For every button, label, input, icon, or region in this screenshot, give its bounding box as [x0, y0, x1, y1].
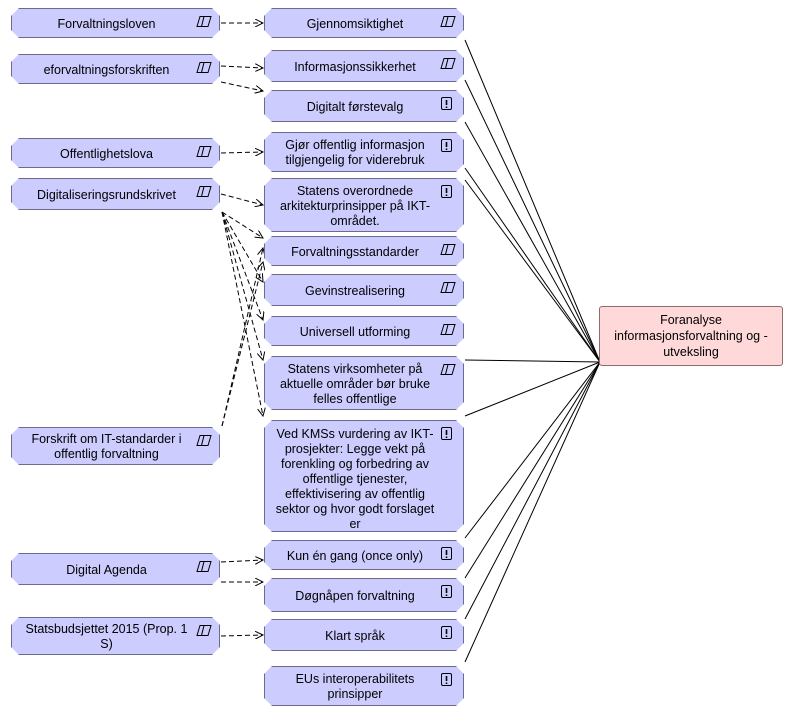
- principle-icon: [440, 97, 456, 110]
- influence-edge: [220, 152, 263, 153]
- requirement-icon: [196, 185, 212, 198]
- principle-p13[interactable]: Klart språk: [264, 619, 464, 651]
- requirement-icon: [440, 323, 456, 336]
- target-foranalyse[interactable]: Foranalyse informasjonsforvaltning og - …: [599, 306, 783, 366]
- node-label: Gjør offentlig informasjon tilgjengelig …: [285, 138, 425, 167]
- principle-p12[interactable]: Døgnåpen forvaltning: [264, 578, 464, 612]
- source-s4[interactable]: Digitaliseringsrundskrivet: [11, 178, 220, 210]
- requirement-icon: [196, 145, 212, 158]
- influence-edge: [220, 560, 263, 562]
- source-s5[interactable]: Forskrift om IT-standarder i offentlig f…: [11, 427, 220, 465]
- source-s1[interactable]: Forvaltningsloven: [11, 8, 220, 38]
- requirement-icon: [440, 57, 456, 70]
- node-label: Kun én gang (once only): [286, 548, 424, 563]
- realization-edge: [464, 361, 601, 579]
- principle-p2[interactable]: Informasjonssikkerhet: [264, 50, 464, 82]
- node-label: Informasjonssikkerhet: [294, 59, 416, 74]
- requirement-icon: [440, 15, 456, 28]
- principle-icon: [440, 139, 456, 152]
- realization-edge: [464, 179, 601, 363]
- influence-edge: [221, 211, 263, 360]
- realization-edge: [464, 79, 601, 363]
- principle-icon: [440, 673, 456, 686]
- realization-edge: [464, 361, 601, 539]
- principle-icon: [440, 547, 456, 560]
- principle-p6[interactable]: Forvaltningsstandarder: [264, 236, 464, 266]
- node-label: Statsbudsjettet 2015 (Prop. 1 S): [25, 622, 188, 651]
- target-label: Foranalyse informasjonsforvaltning og - …: [614, 313, 768, 359]
- influence-edge: [220, 81, 263, 91]
- requirement-icon: [440, 243, 456, 256]
- principle-p10[interactable]: Ved KMSs vurdering av IKT-prosjekter: Le…: [264, 420, 464, 532]
- principle-icon: [440, 427, 456, 440]
- influence-edge: [220, 635, 263, 636]
- requirement-icon: [196, 434, 212, 447]
- node-label: Digital Agenda: [66, 562, 147, 577]
- principle-p8[interactable]: Universell utforming: [264, 316, 464, 346]
- influence-edge: [221, 211, 263, 320]
- principle-p3[interactable]: Digitalt førstevalg: [264, 90, 464, 122]
- principle-p5[interactable]: Statens overordnede arkitekturprinsipper…: [264, 178, 464, 232]
- requirement-icon: [196, 61, 212, 74]
- node-label: Forvaltningsstandarder: [291, 244, 419, 259]
- principle-p7[interactable]: Gevinstrealisering: [264, 274, 464, 306]
- node-label: Statens virksomheter på aktuelle områder…: [279, 361, 431, 406]
- node-label: Gevinstrealisering: [304, 283, 406, 298]
- node-label: Forvaltningsloven: [57, 16, 156, 31]
- influence-edge: [221, 211, 263, 282]
- principle-p9[interactable]: Statens virksomheter på aktuelle områder…: [264, 356, 464, 410]
- principle-p4[interactable]: Gjør offentlig informasjon tilgjengelig …: [264, 132, 464, 172]
- requirement-icon: [196, 624, 212, 637]
- realization-edge: [464, 361, 601, 663]
- influence-edge: [221, 248, 263, 427]
- node-label: Forskrift om IT-standarder i offentlig f…: [31, 432, 182, 461]
- requirement-icon: [196, 15, 212, 28]
- node-label: Digitalt førstevalg: [306, 99, 404, 114]
- influence-edge: [221, 211, 263, 416]
- influence-edge: [221, 262, 263, 427]
- node-label: Ved KMSs vurdering av IKT-prosjekter: Le…: [275, 427, 435, 531]
- requirement-icon: [196, 560, 212, 573]
- node-label: Døgnåpen forvaltning: [295, 588, 415, 603]
- principle-icon: [440, 585, 456, 598]
- influence-edge: [221, 211, 263, 238]
- principle-p14[interactable]: EUs interoperabilitets prinsipper: [264, 666, 464, 706]
- node-label: Statens overordnede arkitekturprinsipper…: [279, 183, 431, 228]
- node-label: eforvaltningsforskriften: [43, 62, 170, 77]
- principle-p11[interactable]: Kun én gang (once only): [264, 540, 464, 570]
- source-s3[interactable]: Offentlighetslova: [11, 138, 220, 168]
- influence-edge: [220, 66, 263, 68]
- realization-edge: [464, 39, 601, 363]
- realization-edge: [464, 121, 601, 363]
- realization-edge: [464, 361, 601, 620]
- source-s6[interactable]: Digital Agenda: [11, 553, 220, 585]
- principle-p1[interactable]: Gjennomsiktighet: [264, 8, 464, 38]
- principle-icon: [440, 185, 456, 198]
- node-label: Universell utforming: [299, 324, 411, 339]
- node-label: Gjennomsiktighet: [306, 16, 404, 31]
- node-label: Digitaliseringsrundskrivet: [37, 187, 176, 202]
- realization-edge: [464, 361, 601, 417]
- influence-edge: [220, 193, 263, 205]
- node-label: EUs interoperabilitets prinsipper: [295, 672, 415, 701]
- requirement-icon: [440, 281, 456, 294]
- principle-icon: [440, 626, 456, 639]
- realization-edge: [464, 359, 601, 363]
- requirement-icon: [440, 363, 456, 376]
- source-s7[interactable]: Statsbudsjettet 2015 (Prop. 1 S): [11, 617, 220, 655]
- realization-edge: [464, 167, 601, 363]
- source-s2[interactable]: eforvaltningsforskriften: [11, 54, 220, 84]
- node-label: Klart språk: [325, 628, 385, 643]
- node-label: Offentlighetslova: [60, 146, 153, 161]
